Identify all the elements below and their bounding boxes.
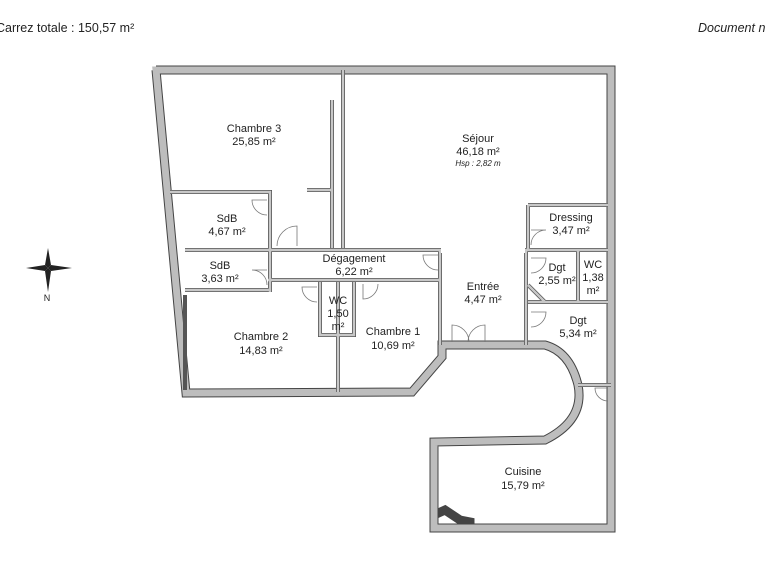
carrez-total-surface: Carrez totale : 150,57 m² [0, 21, 135, 35]
room-sdb-1: SdB 4,67 m² [208, 213, 246, 238]
svg-text:Hsp : 2,82 m: Hsp : 2,82 m [455, 159, 501, 168]
svg-text:Dressing: Dressing [549, 212, 592, 224]
svg-text:4,47 m²: 4,47 m² [464, 294, 502, 306]
room-chambre-2: Chambre 2 14,83 m² [234, 331, 288, 357]
compass-rose-icon [26, 248, 72, 292]
door-swings [251, 199, 609, 402]
room-degagement: Dégagement 6,22 m² [323, 253, 386, 278]
svg-text:5,34 m²: 5,34 m² [559, 328, 597, 340]
svg-text:46,18 m²: 46,18 m² [456, 146, 500, 158]
svg-text:1,38: 1,38 [582, 272, 603, 284]
svg-text:Chambre 1: Chambre 1 [366, 326, 420, 338]
svg-text:10,69 m²: 10,69 m² [371, 340, 415, 352]
room-dgt-small: Dgt 2,55 m² [538, 262, 576, 287]
svg-text:25,85 m²: 25,85 m² [232, 136, 276, 148]
sejour-opening [441, 247, 525, 253]
svg-text:WC: WC [329, 295, 347, 307]
interior-walls [170, 70, 611, 392]
svg-text:Entrée: Entrée [467, 281, 499, 293]
north-label: N [44, 293, 51, 303]
svg-text:4,67 m²: 4,67 m² [208, 226, 246, 238]
svg-text:Cuisine: Cuisine [505, 466, 542, 478]
svg-text:Chambre 3: Chambre 3 [227, 123, 281, 135]
room-chambre-1: Chambre 1 10,69 m² [366, 326, 420, 352]
room-dressing: Dressing 3,47 m² [549, 212, 592, 237]
svg-text:15,79 m²: 15,79 m² [501, 480, 545, 492]
room-sdb-2: SdB 3,63 m² [201, 260, 239, 285]
room-sejour: Séjour 46,18 m² Hsp : 2,82 m [455, 133, 501, 168]
svg-text:Séjour: Séjour [462, 133, 494, 145]
svg-text:Dgt: Dgt [548, 262, 565, 274]
svg-text:1,50: 1,50 [327, 308, 348, 320]
room-wc-right: WC 1,38 m² [582, 259, 603, 297]
svg-text:Dgt: Dgt [569, 315, 586, 327]
room-wc-center: WC 1,50 m² [327, 295, 348, 333]
svg-text:6,22 m²: 6,22 m² [335, 266, 373, 278]
svg-text:m²: m² [332, 321, 345, 333]
svg-text:14,83 m²: 14,83 m² [239, 345, 283, 357]
room-chambre-3: Chambre 3 25,85 m² [227, 123, 281, 148]
room-dgt-large: Dgt 5,34 m² [559, 315, 597, 340]
svg-text:WC: WC [584, 259, 602, 271]
svg-text:Dégagement: Dégagement [323, 253, 386, 265]
svg-text:Chambre 2: Chambre 2 [234, 331, 288, 343]
svg-text:SdB: SdB [210, 260, 231, 272]
svg-text:3,47 m²: 3,47 m² [552, 225, 590, 237]
room-entree: Entrée 4,47 m² [464, 281, 502, 306]
document-note: Document n [698, 21, 766, 35]
svg-text:2,55 m²: 2,55 m² [538, 275, 576, 287]
room-cuisine: Cuisine 15,79 m² [501, 466, 545, 492]
svg-text:m²: m² [587, 285, 600, 297]
svg-text:3,63 m²: 3,63 m² [201, 273, 239, 285]
svg-text:SdB: SdB [217, 213, 238, 225]
